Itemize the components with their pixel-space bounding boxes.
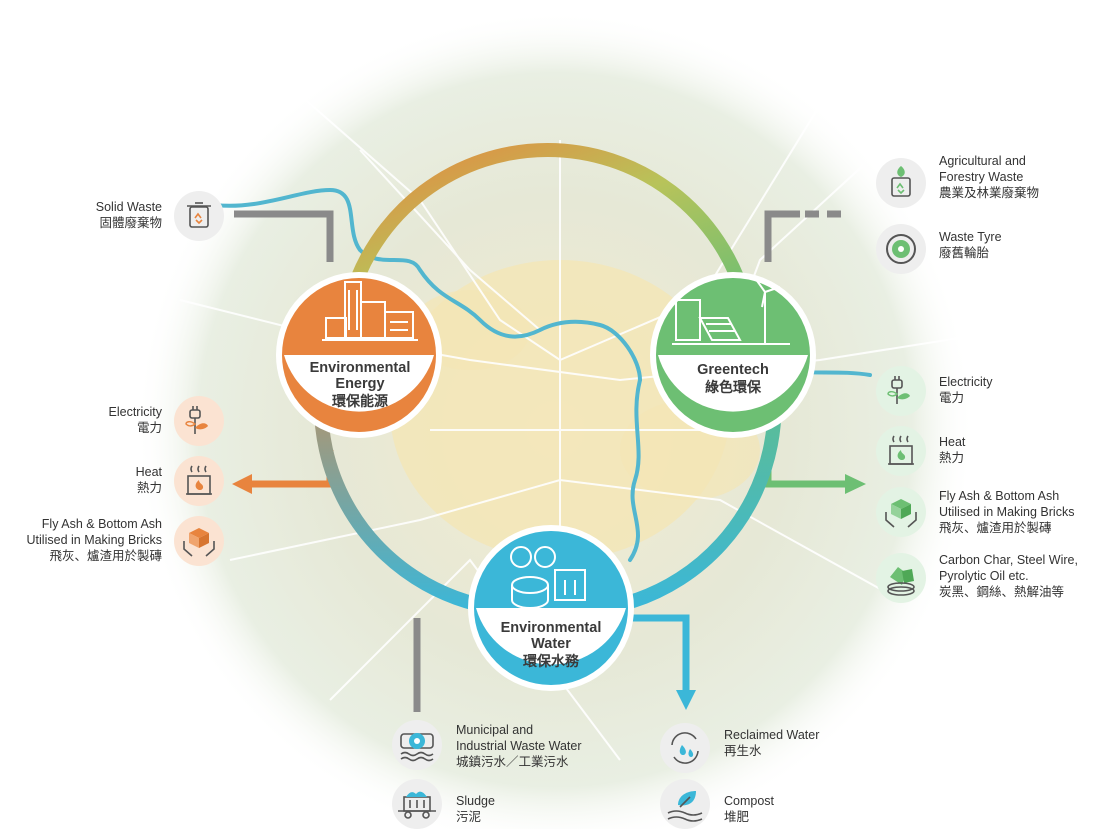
bricks-hands-icon — [174, 516, 224, 566]
item-label: Heat — [135, 465, 162, 479]
item-label: Heat — [939, 435, 966, 449]
waste-water-icon — [392, 720, 442, 770]
sludge-cart-icon — [392, 779, 442, 829]
water-input-sludge: Sludge 污泥 — [456, 793, 616, 825]
item-label: Waste Tyre — [939, 230, 1002, 244]
item-label-zh: 堆肥 — [724, 810, 750, 824]
water-hub-title-1: Environmental — [500, 620, 602, 636]
item-label-2: Industrial Waste Water — [456, 739, 582, 753]
energy-hub-title-2: Energy — [335, 376, 385, 392]
item-label: Agricultural and — [939, 154, 1026, 168]
energy-hub-title-1: Environmental — [309, 360, 411, 376]
item-label-zh: 電力 — [136, 421, 162, 435]
heat-icon — [876, 426, 926, 476]
water-output-reclaimed: Reclaimed Water 再生水 — [724, 727, 864, 759]
item-label-2: Utilised in Making Bricks — [26, 533, 162, 547]
compost-icon — [660, 779, 710, 829]
item-label-zh: 固體廢棄物 — [99, 216, 162, 230]
heat-icon — [174, 456, 224, 506]
greentech-hub-title: Greentech — [697, 362, 769, 378]
carbon-char-icon — [876, 553, 926, 603]
energy-output-electricity: Electricity 電力 — [40, 404, 162, 436]
greentech-output-carbon-char: Carbon Char, Steel Wire, Pyrolytic Oil e… — [939, 552, 1097, 600]
energy-output-heat: Heat 熱力 — [40, 464, 162, 496]
energy-hub-label: Environmental Energy 環保能源 — [290, 360, 430, 409]
bricks-hands-icon — [876, 487, 926, 537]
greentech-input-tyre: Waste Tyre 廢舊輪胎 — [939, 229, 1089, 261]
item-label: Compost — [724, 794, 775, 808]
energy-output-fly-ash: Fly Ash & Bottom Ash Utilised in Making … — [12, 516, 162, 564]
recycle-bin-icon — [174, 191, 224, 241]
greentech-hub-label: Greentech 綠色環保 — [663, 362, 803, 395]
item-label: Electricity — [108, 405, 162, 419]
water-output-compost: Compost 堆肥 — [724, 793, 864, 825]
item-label-zh: 再生水 — [724, 744, 762, 758]
item-label-zh: 污泥 — [456, 810, 482, 824]
energy-input-solid-waste: Solid Waste 固體廢棄物 — [40, 199, 162, 231]
item-label-zh: 農業及林業廢棄物 — [939, 186, 1040, 200]
tyre-icon — [876, 224, 926, 274]
greentech-output-fly-ash: Fly Ash & Bottom Ash Utilised in Making … — [939, 488, 1097, 536]
greentech-hub-title-zh: 綠色環保 — [705, 379, 761, 395]
item-label: Sludge — [456, 794, 495, 808]
plug-plant-icon — [174, 396, 224, 446]
reclaimed-water-icon — [660, 723, 710, 773]
item-label-zh: 熱力 — [939, 451, 965, 465]
water-hub-label: Environmental Water 環保水務 — [481, 620, 621, 669]
item-label-zh: 電力 — [939, 391, 965, 405]
agri-waste-icon — [876, 158, 926, 208]
item-label-2: Pyrolytic Oil etc. — [939, 569, 1029, 583]
item-label-zh: 熱力 — [136, 481, 162, 495]
greentech-output-heat: Heat 熱力 — [939, 434, 1089, 466]
factory-icon — [322, 281, 418, 341]
item-label-zh: 廢舊輪胎 — [939, 246, 990, 260]
water-input-waste-water: Municipal and Industrial Waste Water 城鎮污… — [456, 722, 616, 770]
greentech-input-agri-waste: Agricultural and Forestry Waste 農業及林業廢棄物 — [939, 153, 1089, 201]
item-label-2: Utilised in Making Bricks — [939, 505, 1075, 519]
water-hub-title-2: Water — [531, 636, 571, 652]
item-label-2: Forestry Waste — [939, 170, 1024, 184]
greentech-output-electricity: Electricity 電力 — [939, 374, 1089, 406]
item-label: Solid Waste — [95, 200, 162, 214]
item-label: Fly Ash & Bottom Ash — [41, 517, 162, 531]
item-label: Reclaimed Water — [724, 728, 820, 742]
solar-wind-icon — [672, 277, 790, 345]
item-label-zh: 炭黑、鋼絲、熱解油等 — [939, 585, 1065, 599]
energy-hub-title-zh: 環保能源 — [332, 393, 388, 409]
water-treatment-icon — [510, 546, 586, 609]
item-label: Electricity — [939, 375, 993, 389]
item-label-zh: 飛灰、爐渣用於製磚 — [939, 521, 1052, 535]
plug-plant-icon — [876, 366, 926, 416]
water-hub-title-zh: 環保水務 — [523, 653, 579, 669]
item-label-zh: 城鎮污水／工業污水 — [456, 755, 569, 769]
item-label: Municipal and — [456, 723, 534, 737]
item-label: Carbon Char, Steel Wire, — [939, 553, 1078, 567]
item-label: Fly Ash & Bottom Ash — [939, 489, 1060, 503]
item-label-zh: 飛灰、爐渣用於製磚 — [49, 549, 162, 563]
